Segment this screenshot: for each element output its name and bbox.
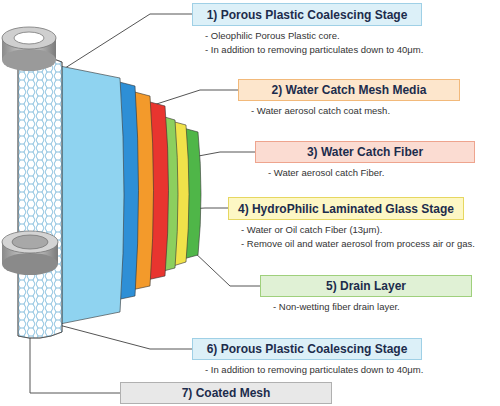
cap-recess — [12, 235, 48, 249]
callout-heading: 4) HydroPhilic Laminated Glass Stage — [238, 202, 454, 216]
cap-top — [2, 231, 58, 253]
filter-layers — [18, 56, 201, 339]
callout-note: - Remove oil and water aerosol from proc… — [241, 238, 497, 250]
cap-hole — [14, 32, 44, 44]
callout-heading: 2) Water Catch Mesh Media — [272, 83, 427, 97]
callout-note: - In addition to removing particulates d… — [205, 364, 497, 376]
callout-note: - Oleophilic Porous Plastic core. — [205, 30, 497, 42]
cap-bottom — [2, 49, 56, 71]
leader-line — [30, 338, 120, 393]
callout-note: - Water aerosol catch Fiber. — [268, 167, 497, 179]
callout-note: - Water aerosol catch coat mesh. — [251, 105, 497, 117]
callout-note: - Non-wetting fiber drain layer. — [273, 301, 497, 313]
cap-top — [2, 27, 56, 49]
callout-heading: 3) Water Catch Fiber — [307, 145, 423, 159]
mesh-core — [18, 56, 62, 339]
callout-box: 7) Coated Mesh — [120, 382, 332, 404]
callout-note: - Water or Oil catch Fiber (13μm). — [241, 224, 497, 236]
callout-box: 1) Porous Plastic Coalescing Stage- Oleo… — [192, 3, 422, 26]
callout-box: 5) Drain Layer- Non-wetting fiber drain … — [260, 275, 472, 297]
leader-line — [192, 250, 260, 286]
callout-heading: 6) Porous Plastic Coalescing Stage — [207, 342, 408, 356]
cap-bottom — [2, 253, 58, 275]
end-cap-bottom — [2, 231, 58, 275]
end-cap-top — [2, 27, 56, 71]
callout-heading: 5) Drain Layer — [326, 279, 406, 293]
layer-sheet — [55, 65, 124, 325]
callout-box: 6) Porous Plastic Coalescing Stage- In a… — [192, 338, 422, 360]
callout-box: 2) Water Catch Mesh Media- Water aerosol… — [238, 79, 460, 101]
callout-heading: 1) Porous Plastic Coalescing Stage — [207, 8, 408, 22]
callout-box: 4) HydroPhilic Laminated Glass Stage- Wa… — [228, 197, 464, 220]
callout-heading: 7) Coated Mesh — [182, 386, 271, 400]
leader-line — [62, 14, 192, 70]
callout-box: 3) Water Catch Fiber- Water aerosol catc… — [255, 141, 475, 163]
mesh-pattern — [18, 56, 62, 339]
leader-line — [40, 320, 192, 349]
callout-note: - In addition to removing particulates d… — [205, 44, 497, 56]
leader-lines — [30, 14, 260, 393]
